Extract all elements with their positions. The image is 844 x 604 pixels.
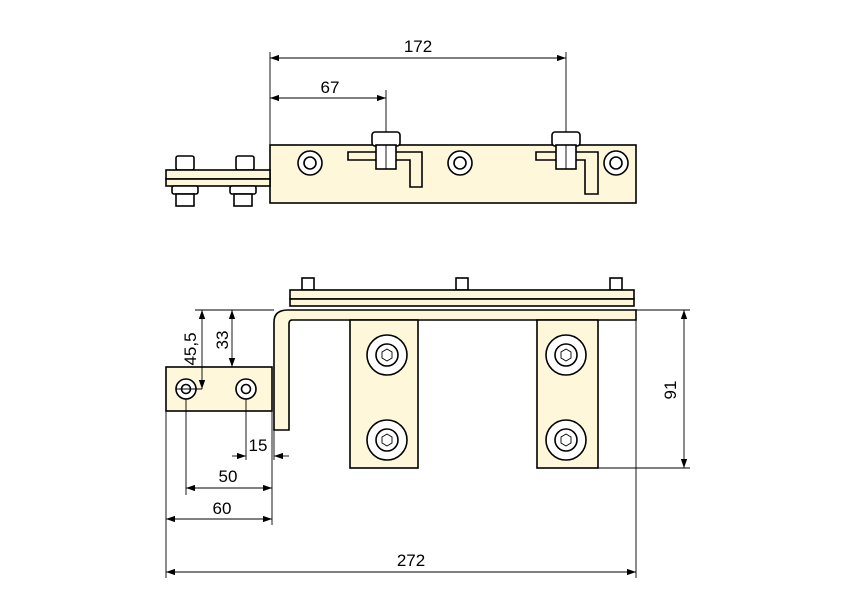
dimension-60: 60 — [165, 411, 273, 578]
top-view-bolt-172 — [535, 131, 599, 195]
dimension-45-5-label: 45,5 — [181, 332, 200, 365]
dimension-33: 33 — [213, 310, 236, 367]
dimension-67: 67 — [270, 78, 387, 132]
dimension-50: 50 — [185, 399, 272, 495]
dimension-272-label: 272 — [397, 551, 425, 570]
dimension-33-label: 33 — [213, 331, 232, 350]
front-view: 45,5 33 15 50 60 — [165, 277, 690, 578]
dimension-272: 272 — [166, 320, 637, 578]
dimension-91-label: 91 — [661, 381, 680, 400]
top-view-hole-right — [603, 150, 629, 176]
top-view: 172 67 — [165, 37, 637, 207]
top-view-hole-middle — [447, 150, 473, 176]
top-view-clamp-assembly — [165, 155, 271, 207]
dimension-50-label: 50 — [219, 467, 238, 486]
dimension-15-label: 15 — [249, 436, 268, 455]
front-view-plate-left — [349, 319, 419, 469]
top-view-bolt-67 — [347, 131, 423, 188]
front-view-left-tab — [165, 366, 273, 412]
front-view-plate-right — [536, 319, 599, 469]
front-view-top-rail — [289, 277, 635, 307]
dimension-60-label: 60 — [213, 499, 232, 518]
dimension-91: 91 — [598, 309, 690, 469]
dimension-15: 15 — [232, 399, 289, 460]
front-view-l-bar — [273, 309, 637, 431]
dimension-172-label: 172 — [404, 37, 432, 56]
dimension-172: 172 — [269, 37, 567, 145]
top-view-hole-left — [297, 150, 323, 176]
dimension-67-label: 67 — [321, 78, 340, 97]
